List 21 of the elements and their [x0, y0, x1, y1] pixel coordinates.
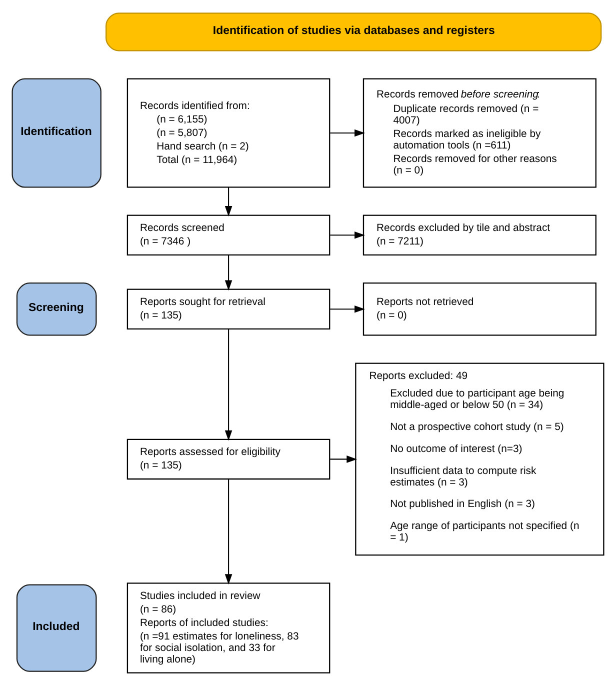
node-box: Included — [16, 584, 97, 672]
node-box: Reports not retrieved (n = 0) — [362, 282, 596, 336]
node-box: Records removed before screening: Duplicate records removed (n = 4007) Records marked as ineligible by automation tools (n =611) Records removed for other reasons (n = 0) — [362, 78, 596, 188]
node-box: Identification of studies via databases and registers — [106, 12, 602, 51]
node-box: Studies included in review (n = 86) Reports of included studies: (n =91 estimates for loneliness, 83 for social isolation, and 33 for living alone) — [126, 582, 330, 673]
arrow — [330, 128, 365, 136]
arrow — [330, 455, 358, 462]
node-box: Reports sought for retrieval (n = 135) — [126, 288, 330, 329]
node-box: Identification — [12, 78, 102, 188]
node-box: Records excluded by tile and abstract (n = 7211) — [362, 214, 596, 256]
node-box: Screening — [16, 282, 97, 336]
node-box: Records screened (n = 7346 ) — [126, 214, 330, 256]
arrow — [330, 230, 365, 238]
node-box: Records identified from: (n = 6,155) (n = 5,807) Hand search (n = 2) Total (n = 11,964) — [126, 78, 330, 188]
arrow — [224, 478, 232, 584]
node-box: Reports excluded: 49 Excluded due to participant age being middle-aged or below 50 (n = 34) Not a prospective cohort study (n = 5) No outcome of interest (n=3) Insufficient data to compute risk estimates (n = 3) Not published in English (n = 3) Age range of participants not specified (n = 1) — [355, 362, 604, 556]
node-box: Reports assessed for eligibility (n = 135) — [126, 438, 330, 480]
arrow — [224, 254, 232, 290]
arrow — [224, 186, 232, 216]
arrow — [224, 328, 232, 440]
arrow — [330, 304, 365, 312]
